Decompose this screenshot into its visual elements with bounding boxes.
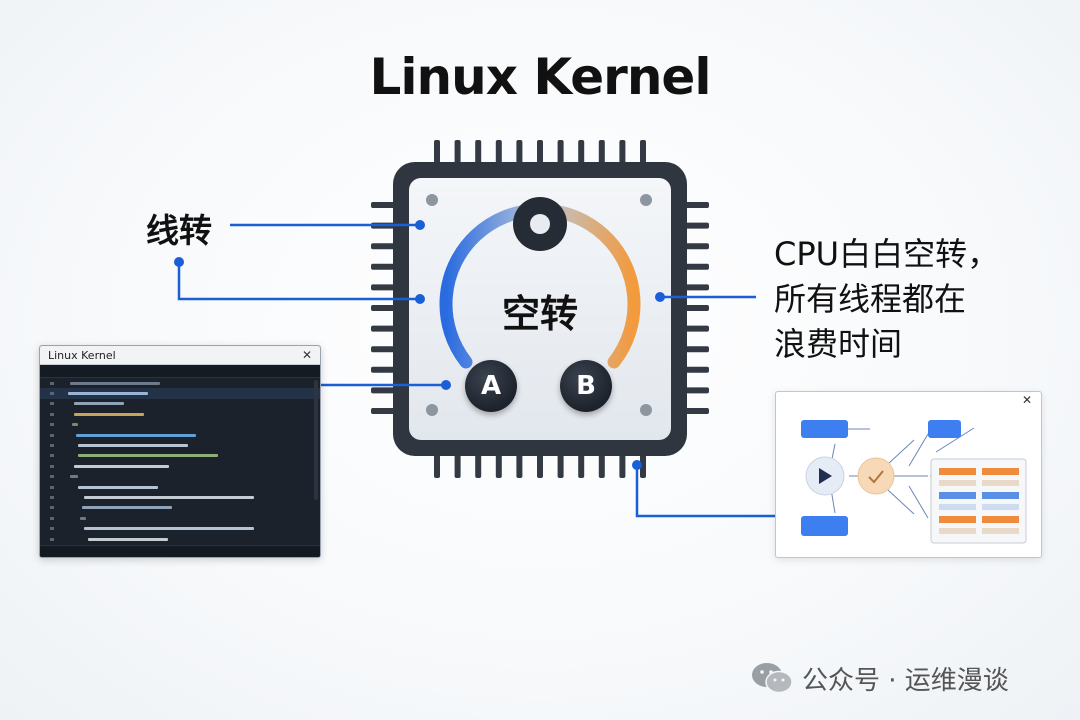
code-window-titlebar: Linux Kernel ✕ bbox=[40, 346, 320, 365]
screw-bottom-right bbox=[640, 404, 652, 416]
play-icon bbox=[819, 468, 832, 484]
code-line bbox=[40, 523, 320, 533]
code-line bbox=[40, 420, 320, 430]
code-window-toolbar bbox=[40, 365, 320, 378]
flow-diagram bbox=[801, 420, 1027, 544]
close-icon[interactable]: ✕ bbox=[301, 348, 312, 362]
label-right: CPU白白空转， 所有线程都在 浪费时间 bbox=[774, 232, 999, 367]
connectors bbox=[177, 223, 775, 518]
code-line bbox=[40, 534, 320, 544]
flow-node-bottom-left bbox=[801, 516, 848, 536]
code-scrollbar[interactable] bbox=[314, 380, 318, 500]
watermark: 公众号 · 运维漫谈 bbox=[750, 660, 1009, 696]
connector-dots bbox=[174, 220, 665, 470]
code-editor bbox=[40, 378, 320, 546]
code-line bbox=[40, 388, 320, 399]
close-icon[interactable]: ✕ bbox=[1021, 393, 1032, 407]
label-right-line-1: CPU白白空转， bbox=[774, 235, 1000, 273]
code-line bbox=[40, 409, 320, 419]
code-line bbox=[40, 482, 320, 492]
screw-bottom-left bbox=[426, 404, 438, 416]
code-line bbox=[40, 451, 320, 461]
code-line bbox=[40, 472, 320, 482]
code-line bbox=[40, 513, 320, 523]
flow-node-top-left bbox=[801, 420, 848, 438]
code-line bbox=[40, 378, 320, 388]
gauge-knob-center bbox=[530, 214, 550, 234]
code-window: Linux Kernel ✕ bbox=[39, 345, 321, 558]
label-right-line-3: 浪费时间 bbox=[774, 325, 903, 363]
screw-top-left bbox=[426, 194, 438, 206]
connector-left-mid bbox=[177, 262, 420, 301]
code-line bbox=[40, 461, 320, 471]
code-status-bar bbox=[40, 545, 320, 557]
label-left: 线转 bbox=[146, 211, 212, 250]
thread-node-b: B bbox=[560, 360, 612, 412]
wechat-icon bbox=[752, 663, 793, 694]
code-window-title: Linux Kernel bbox=[48, 348, 116, 362]
screw-top-right bbox=[640, 194, 652, 206]
code-line bbox=[40, 399, 320, 409]
code-line bbox=[40, 492, 320, 502]
code-line bbox=[40, 440, 320, 450]
watermark-text: 公众号 · 运维漫谈 bbox=[802, 665, 1009, 696]
code-line bbox=[40, 503, 320, 513]
page-title: Linux Kernel bbox=[369, 48, 712, 106]
flow-node-process bbox=[857, 457, 895, 495]
flow-node-top-right bbox=[928, 420, 961, 438]
connector-flow-window bbox=[635, 465, 775, 518]
flow-table-rows bbox=[939, 468, 1019, 534]
check-icon bbox=[868, 470, 884, 484]
flow-window: ✕ bbox=[775, 391, 1042, 558]
thread-node-a: A bbox=[465, 360, 517, 412]
code-line bbox=[40, 430, 320, 440]
label-right-line-2: 所有线程都在 bbox=[774, 280, 967, 318]
chip-center-label: 空转 bbox=[501, 292, 578, 336]
